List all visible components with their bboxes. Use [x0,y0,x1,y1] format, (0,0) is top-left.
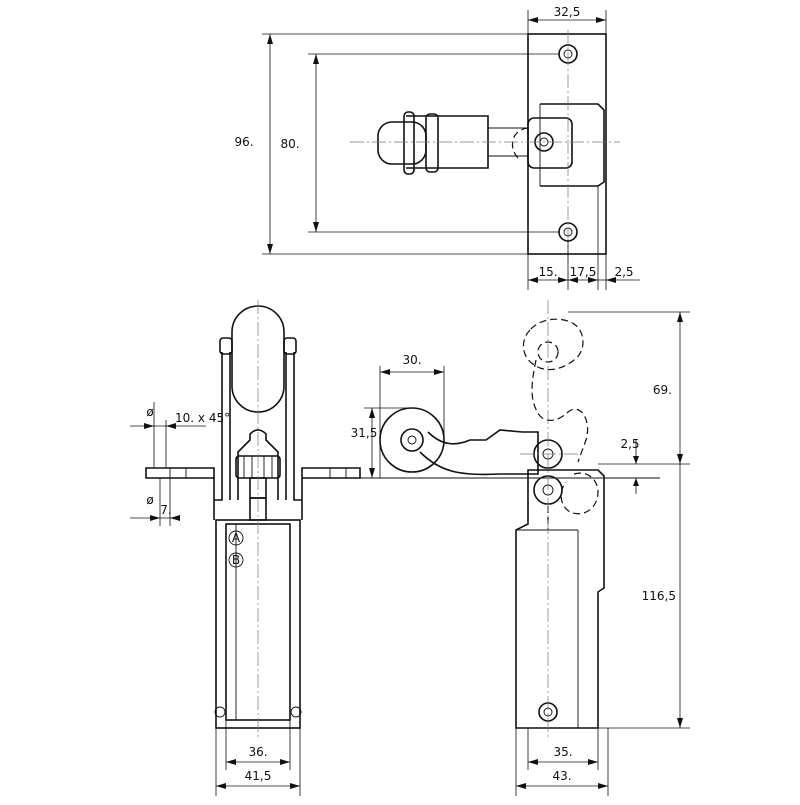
dim-lever-swing: 69. [653,383,672,397]
dim-top-width: 32,5 [554,5,581,19]
dim-top-offset-2: 17,5 [570,265,597,279]
dim-front-outer-width: 41,5 [245,769,272,783]
swung-roller [522,318,584,371]
dim-top-height-outer: 96. [234,135,253,149]
dim-roller-height: 31,5 [351,426,378,440]
dim-top-height-inner: 80. [280,137,299,151]
top-roller [377,121,427,165]
front-flange-right [301,467,361,479]
front-view: A B [130,300,361,796]
diameter-symbol-lower: ø [146,493,153,507]
top-bracket [540,103,605,187]
top-view [262,10,640,290]
marker-a: A [232,531,241,545]
dim-chamfer: 10. x 45° [175,411,230,425]
marker-b-circle [228,552,244,568]
dim-hole: 7. [160,503,171,517]
dim-top-offset-1: 15. [538,265,557,279]
front-flange-left [145,467,215,479]
dimension-labels: 32,5 96. 80. 15. 17,5 2,5 30. 31,5 69. 2… [146,5,676,783]
front-plunger [237,429,279,500]
side-body [515,469,605,729]
top-pivot-block [527,117,573,169]
swung-lever [531,359,589,463]
side-view [360,300,690,796]
marker-a-circle [228,530,244,546]
dim-roller-width: 30. [402,353,421,367]
dim-front-inner-width: 36. [248,745,267,759]
dim-side-outer-width: 43. [552,769,571,783]
dim-side-inner-width: 35. [553,745,572,759]
side-roller [379,407,445,473]
dim-top-offset-3: 2,5 [614,265,633,279]
marker-b: B [232,553,240,567]
dim-lever-offset: 2,5 [620,437,639,451]
diameter-symbol-upper: ø [146,405,153,419]
dim-body-height: 116,5 [642,589,676,603]
side-lever-arm [419,429,539,476]
